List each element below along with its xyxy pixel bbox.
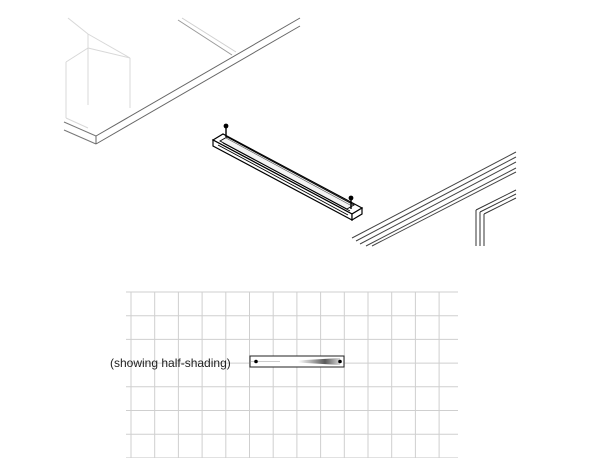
half-shading [280,358,340,365]
plan-view [126,291,458,458]
light-fixture [211,133,364,222]
desk-slab [63,17,301,145]
mount-right [348,195,354,209]
mount-left [223,123,229,137]
plan-grid [126,291,458,458]
ceiling-trim [351,151,517,247]
fixture-mount-dot-left [254,359,258,364]
fixture-mount-dot-right [338,359,342,364]
isometric-view [63,17,517,247]
background-room-lines [65,17,131,129]
plan-caption: (showing half-shading) [110,356,231,370]
door-frame [475,189,517,246]
fixture-plan [249,355,345,368]
